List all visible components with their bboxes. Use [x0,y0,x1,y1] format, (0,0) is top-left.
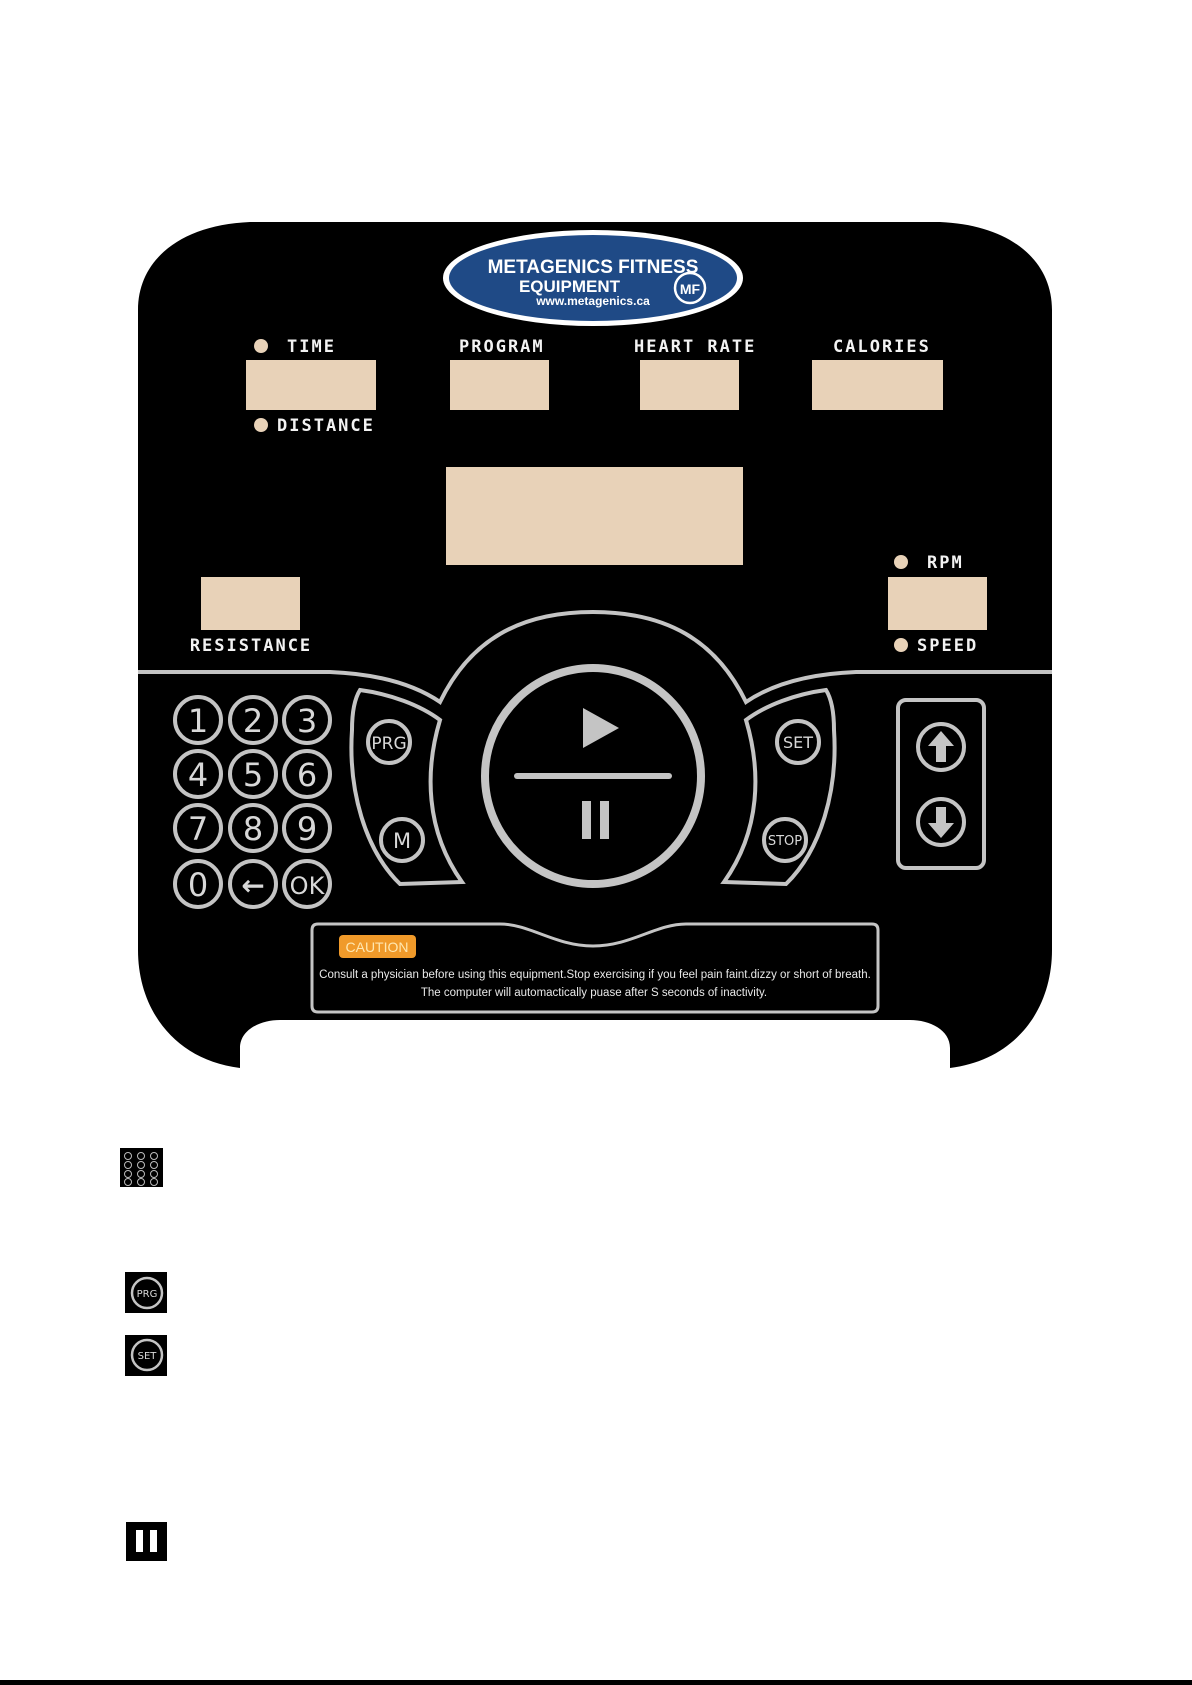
caution-text-2: The computer will automactically puase a… [421,987,767,999]
label-time: TIME [287,337,336,357]
start-pause-button[interactable] [481,664,705,888]
distance-indicator-led [254,418,268,432]
prg-button-label: PRG [371,734,406,754]
logo-url: www.metagenics.ca [535,294,650,308]
prg-button[interactable]: PRG [366,719,412,765]
time-indicator-led [254,339,268,353]
key-7-label: 7 [188,810,208,848]
key-backspace[interactable]: ← [228,859,278,909]
down-button[interactable] [916,797,966,847]
key-7[interactable]: 7 [173,803,223,853]
set-button-label: SET [783,733,813,752]
keypad-thumbnail [120,1148,163,1187]
key-6[interactable]: 6 [282,749,332,799]
rpm-indicator-led [894,555,908,569]
label-speed: SPEED [917,636,978,656]
key-5[interactable]: 5 [228,749,278,799]
set-button[interactable]: SET [775,719,821,765]
stop-button-label: STOP [768,834,802,849]
pause-icon [582,801,609,839]
key-ok-label: OK [290,872,326,900]
key-1[interactable]: 1 [173,695,223,745]
numeric-keypad: 1 2 3 4 5 6 7 8 9 0 ← OK [173,695,332,909]
resistance-display [201,577,300,630]
caution-badge [339,935,416,958]
m-button[interactable]: M [379,817,425,863]
key-9-label: 9 [297,810,317,848]
backspace-icon: ← [241,869,264,902]
key-6-label: 6 [297,756,317,794]
time-distance-display [246,360,376,410]
prg-thumbnail: PRG [125,1272,167,1313]
arrow-up-icon [928,731,954,762]
pause-thumbnail [126,1522,167,1561]
brand-logo: METAGENICS FITNESS EQUIPMENT MF www.meta… [443,230,743,326]
left-button-bezel [349,687,466,887]
key-2[interactable]: 2 [228,695,278,745]
key-ok[interactable]: OK [282,859,332,909]
key-4-label: 4 [188,756,208,794]
console-panel [138,222,1052,1068]
up-button[interactable] [916,722,966,772]
rpm-speed-display [888,577,987,630]
heart-rate-display [640,360,739,410]
key-0[interactable]: 0 [173,859,223,909]
right-button-bezel [720,687,837,887]
logo-line1: METAGENICS FITNESS [488,257,699,278]
label-calories: CALORIES [833,337,931,357]
key-2-label: 2 [243,702,263,740]
prg-thumbnail-label: PRG [137,1289,158,1300]
caution-text-1: Consult a physician before using this eq… [319,969,871,981]
key-3[interactable]: 3 [282,695,332,745]
speed-indicator-led [894,638,908,652]
key-4[interactable]: 4 [173,749,223,799]
caution-badge-label: CAUTION [346,939,409,955]
logo-line2: EQUIPMENT [519,277,621,296]
calories-display [812,360,943,410]
key-1-label: 1 [188,702,208,740]
stop-button[interactable]: STOP [762,817,808,863]
panel-divider [138,609,1052,705]
label-program: PROGRAM [459,337,545,357]
main-display [446,467,743,565]
arrow-down-icon [928,807,954,838]
caution-panel [310,922,880,1014]
program-display [450,360,549,410]
label-resistance: RESISTANCE [190,636,312,656]
key-8-label: 8 [243,810,263,848]
page-bottom-rule [0,1680,1192,1685]
key-5-label: 5 [243,756,263,794]
label-rpm: RPM [927,553,964,573]
play-icon [583,708,619,748]
key-0-label: 0 [188,866,208,904]
set-thumbnail-label: SET [138,1351,158,1362]
pause-thumbnail-icon [136,1530,157,1552]
key-9[interactable]: 9 [282,803,332,853]
key-3-label: 3 [297,702,317,740]
label-distance: DISTANCE [277,416,375,436]
key-8[interactable]: 8 [228,803,278,853]
set-thumbnail: SET [125,1335,167,1376]
label-heart-rate: HEART RATE [634,337,756,357]
m-button-label: M [393,829,411,853]
logo-badge: MF [680,281,701,297]
